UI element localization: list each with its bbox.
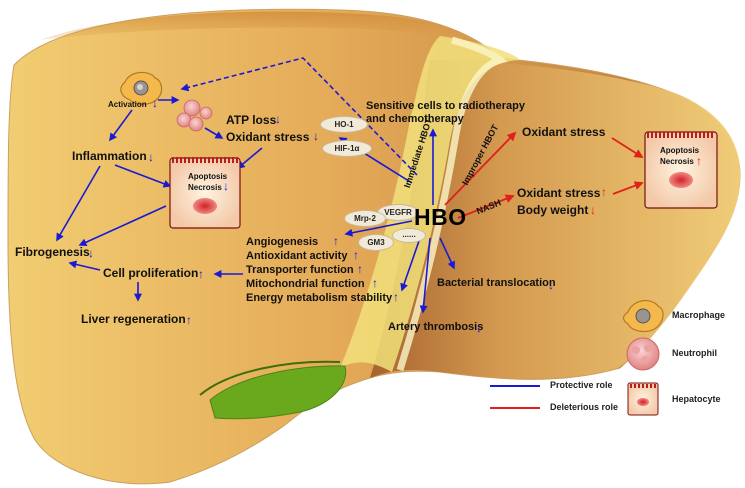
oxidant-stress-right-label: Oxidant stress <box>517 186 601 200</box>
oval-ho1: HO-1 <box>320 116 368 133</box>
mitochondrial-label: Mitochondrial function <box>246 278 365 290</box>
arrow-hbo-energy <box>400 237 421 292</box>
arrow-oxidant-cell-r <box>611 137 644 158</box>
cell-proliferation-label: Cell proliferation <box>103 266 199 280</box>
arrow-hbo-oxidant-top <box>444 131 517 206</box>
liver-regeneration-arrow: ↑ <box>186 313 192 327</box>
arrow-prolif-fibro <box>68 260 101 271</box>
necrosis-left-label: Necrosis <box>188 183 222 192</box>
arrow-hbo-artery <box>419 237 431 314</box>
oval-mrp2: Mrp-2 <box>344 210 386 227</box>
artery-thrombosis-arrow: ↓ <box>476 321 482 335</box>
neutrophil-group <box>176 99 213 132</box>
legend-protective-label: Protective role <box>550 380 613 390</box>
atp-loss-arrow: ↓ <box>275 112 281 126</box>
inflammation-label: Inflammation <box>72 149 147 163</box>
arrow-neutrophil-oxidant <box>204 127 224 139</box>
arrow-nash-cell-r <box>612 181 644 195</box>
arrow-inflammation-fibro <box>56 165 101 242</box>
arrow-activation-inflammation <box>109 109 133 142</box>
antioxidant-label: Antioxidant activity <box>246 250 348 262</box>
antioxidant-arrow: ↑ <box>353 248 359 262</box>
transporter-arrow: ↑ <box>357 262 363 276</box>
arrow-inflammation-cell <box>114 164 172 188</box>
arrow-hbo-angio <box>344 220 413 237</box>
bacterial-translocation-label: Bacterial translocation <box>437 277 556 289</box>
fibrogenesis-label: Fibrogenesis <box>15 245 90 259</box>
body-weight-arrow: ↓ <box>590 203 596 217</box>
hbo-label: HBO <box>414 204 467 230</box>
deleterious-arrows <box>444 131 644 219</box>
artery-thrombosis-label: Artery thrombosis <box>388 321 484 333</box>
legend-macrophage-icon <box>622 300 664 333</box>
oval-hif1a: HIF-1α <box>322 140 372 157</box>
hepatocyte-cell-right <box>644 131 718 209</box>
necrosis-left-arrow: ↓ <box>223 179 229 193</box>
cell-proliferation-arrow: ↑ <box>198 267 204 281</box>
oxidant-stress-top-label: Oxidant stress <box>522 125 606 139</box>
sensitive-cells-label: Sensitive cells to radiotherapy and chem… <box>366 100 525 125</box>
arrow-cell-fibro <box>78 205 167 246</box>
oxidant-stress-left-arrow: ↓ <box>313 129 319 143</box>
arrow-hbo-oxidant-nash <box>457 194 515 219</box>
apoptosis-left-label: Apoptosis <box>188 172 228 181</box>
transporter-label: Transporter function <box>246 264 354 276</box>
dashed-arrow <box>180 57 418 176</box>
arrow-oxidant-cell <box>236 147 263 170</box>
legend-deleterious-label: Deleterious role <box>550 402 619 412</box>
liver-regeneration-label: Liver regeneration <box>81 312 186 326</box>
hepatocyte-cell-left <box>169 157 241 229</box>
macrophage-icon <box>120 71 163 105</box>
oval-gm3: GM3 <box>358 234 394 251</box>
bacterial-translocation-arrow: ↓ <box>548 278 554 292</box>
apoptosis-right-label: Apoptosis <box>660 146 700 155</box>
energy-label: Energy metabolism stability <box>246 292 393 304</box>
activation-label: Activation <box>108 100 147 109</box>
activation-down-arrow: ↓ <box>152 96 158 110</box>
legend-hepatocyte-icon <box>627 382 659 416</box>
legend-neutrophil-icon <box>626 337 660 371</box>
angiogenesis-label: Angiogenesis <box>246 236 319 248</box>
legend-hepatocyte-label: Hepatocyte <box>672 394 721 404</box>
necrosis-right-label: Necrosis <box>660 157 694 166</box>
atp-loss-label: ATP loss <box>226 113 277 127</box>
energy-arrow: ↑ <box>393 290 399 304</box>
oval-more: ...... <box>392 228 426 243</box>
legend-macrophage-label: Macrophage <box>672 310 726 320</box>
fibrogenesis-arrow: ↓ <box>88 246 94 260</box>
inflammation-arrow: ↓ <box>148 150 154 164</box>
oxidant-stress-left-label: Oxidant stress <box>226 130 310 144</box>
legend-neutrophil-label: Neutrophil <box>672 348 717 358</box>
protective-arrows <box>56 96 455 314</box>
arrow-hbo-bacterial <box>439 237 455 270</box>
oxidant-stress-right-arrow: ↑ <box>601 185 607 199</box>
body-weight-label: Body weight <box>517 203 589 217</box>
angiogenesis-arrow: ↑ <box>333 234 339 248</box>
mitochondrial-arrow: ↑ <box>372 276 378 290</box>
necrosis-right-arrow: ↑ <box>696 154 702 168</box>
